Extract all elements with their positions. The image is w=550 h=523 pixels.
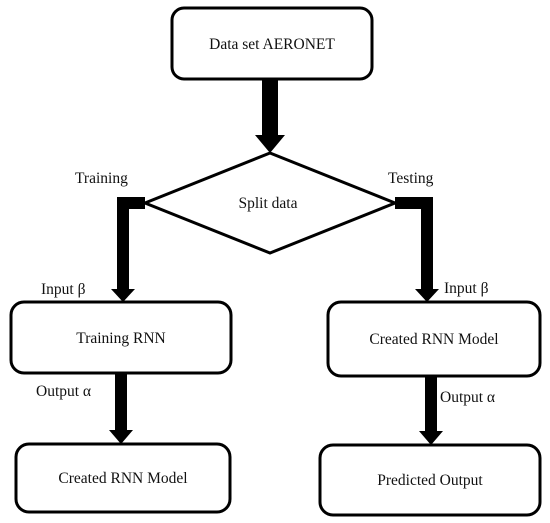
right-branch-shaft xyxy=(421,197,433,291)
training-rnn-label: Training RNN xyxy=(76,330,165,347)
left-branch-arrowhead xyxy=(111,289,135,302)
arrow-training-created-shaft xyxy=(115,373,127,432)
right-branch-arrowhead xyxy=(415,289,439,302)
input-right-label: Input β xyxy=(444,280,489,297)
output-right-label: Output α xyxy=(440,389,495,406)
arrow-training-created-head xyxy=(109,430,133,444)
created-rnn-model-right-label: Created RNN Model xyxy=(369,331,498,348)
split-decision-node xyxy=(140,151,400,255)
input-left-label: Input β xyxy=(41,281,86,298)
testing-branch-label: Testing xyxy=(388,170,434,187)
created-rnn-model-left-node xyxy=(14,442,232,514)
arrow-dataset-split-shaft xyxy=(262,79,278,136)
dataset-label: Data set AERONET xyxy=(209,36,335,53)
predicted-output-label: Predicted Output xyxy=(377,472,483,489)
arrow-created-predicted-shaft xyxy=(425,376,437,433)
training-branch-label: Training xyxy=(75,170,128,187)
split-label: Split data xyxy=(239,195,298,212)
created-rnn-model-left-label: Created RNN Model xyxy=(58,470,187,487)
output-left-label: Output α xyxy=(36,383,91,400)
arrow-created-predicted-head xyxy=(419,431,443,445)
left-branch-shaft xyxy=(117,197,129,291)
predicted-output-node xyxy=(318,443,542,517)
arrow-dataset-split-head xyxy=(255,135,285,153)
